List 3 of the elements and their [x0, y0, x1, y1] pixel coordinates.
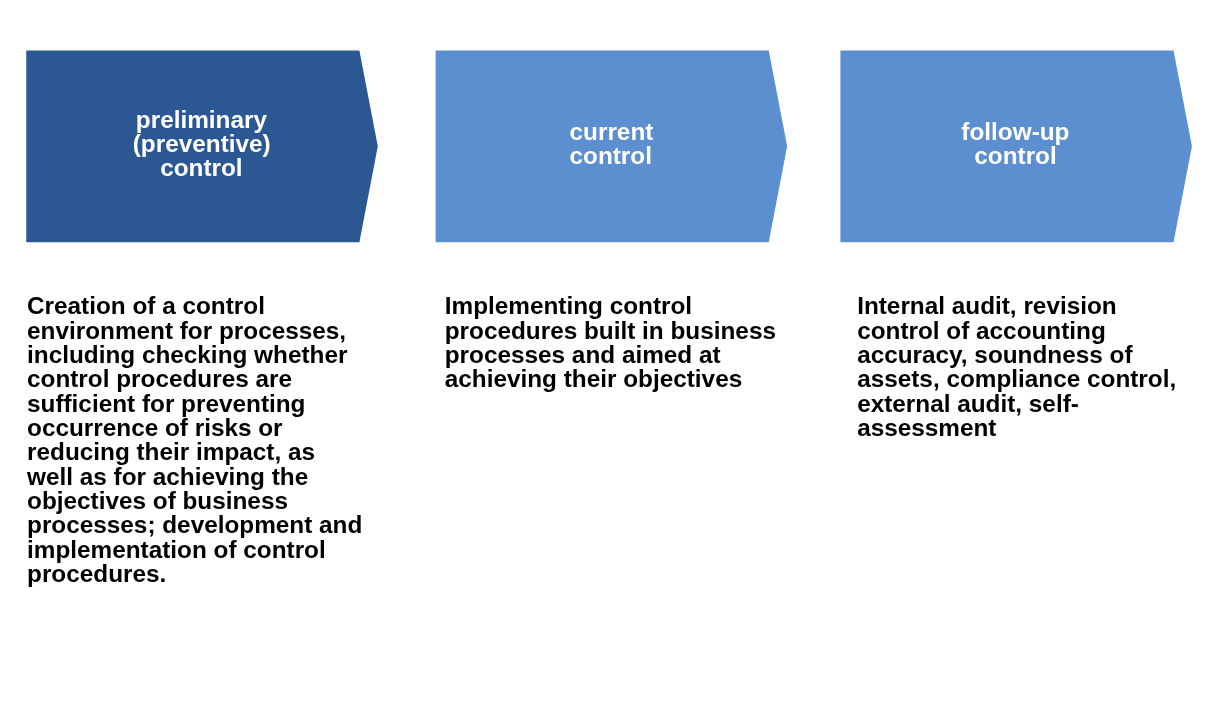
node-label: Creation of a control environment for processes, including checking whether control procedures are sufficient for preventing occurrence of risks or reducing their impact, as well as for achieving the objectives of business processes; development and implementation of control procedures. — [27, 291, 363, 587]
node-label: Implementing control procedures built in business processes and aimed at achieving their objectives — [444, 291, 776, 392]
node-label: Internal audit, revision control of accounting accuracy, soundness of assets, compliance control, external audit, self-assessment — [857, 291, 1177, 441]
